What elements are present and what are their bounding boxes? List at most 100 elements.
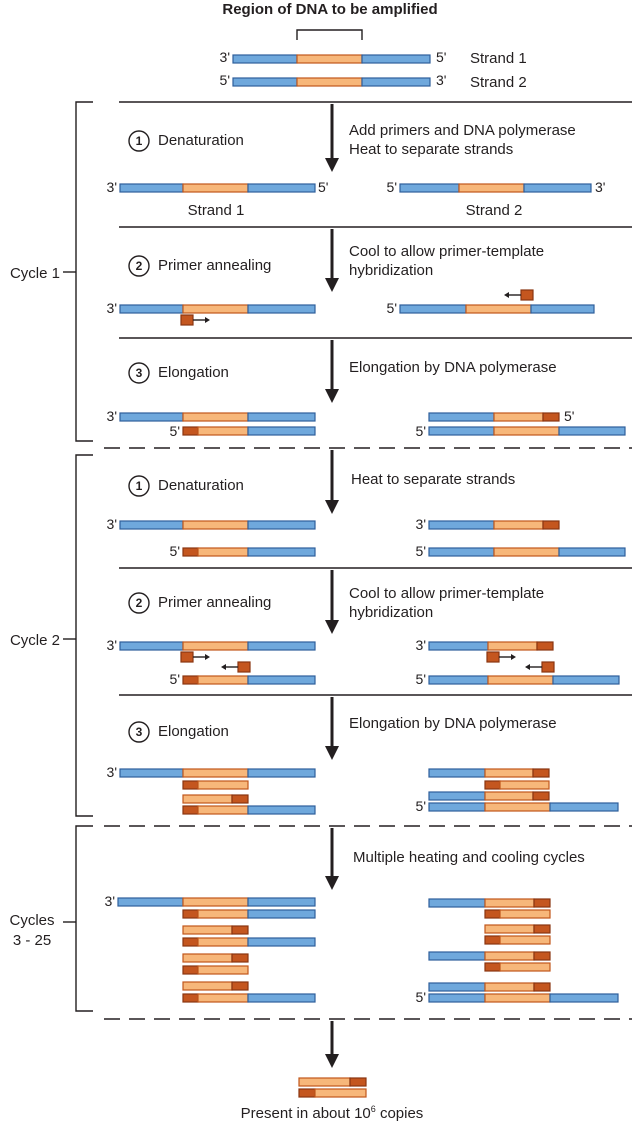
arrowhead (205, 317, 210, 323)
note-elongation: Elongation by DNA polymerase (349, 715, 557, 732)
template-strand-segment (119, 183, 184, 193)
strand2-label: Strand 2 (466, 202, 523, 219)
target-region-segment (197, 547, 249, 557)
end-label: 5' (416, 423, 426, 439)
step-label: Denaturation (158, 132, 244, 149)
end-label: 3' (416, 637, 426, 653)
primer (231, 925, 249, 935)
target-region-segment (487, 675, 554, 685)
step-number: 2 (136, 259, 143, 273)
target-region-segment (499, 962, 551, 972)
new-strand-segment (428, 520, 495, 530)
target-region-segment (182, 925, 233, 935)
template-strand-segment (247, 304, 316, 314)
target-region-segment (197, 965, 249, 975)
target-region-segment (493, 426, 560, 436)
new-strand-segment (247, 909, 316, 919)
template-strand-segment (549, 993, 619, 1003)
template-strand-segment (119, 412, 184, 422)
end-label: 5' (318, 179, 328, 195)
amplified-product (298, 1077, 367, 1098)
primer (180, 651, 194, 663)
step-label: Primer annealing (158, 594, 271, 611)
template-strand-segment (117, 897, 184, 907)
end-label: 3' (595, 179, 605, 195)
step-label: Primer annealing (158, 257, 271, 274)
note-hybridization: hybridization (349, 604, 433, 621)
note-multiple-cycles: Multiple heating and cooling cycles (353, 849, 585, 866)
template-strand-segment (247, 897, 316, 907)
template-strand-segment (399, 304, 467, 314)
c1-annealing-left: 3' (107, 300, 316, 326)
template-strand-segment (247, 768, 316, 778)
template-strand-segment (428, 547, 495, 557)
template-strand-segment (558, 426, 626, 436)
target-region-segment (499, 780, 550, 790)
new-strand-segment (428, 641, 489, 651)
target-region-segment (197, 675, 249, 685)
template-strand-segment (119, 768, 184, 778)
step-number: 1 (136, 134, 143, 148)
template-strand-segment (361, 54, 431, 64)
target-region-segment (484, 898, 535, 908)
strand1-label: Strand 1 (188, 202, 245, 219)
step-elongation-1: 3 Elongation (128, 362, 229, 384)
template-strand-segment (428, 993, 486, 1003)
new-strand-segment (428, 951, 486, 961)
step-number-circle (128, 475, 150, 497)
primer (180, 314, 194, 326)
template-strand-segment (399, 183, 460, 193)
c1-denatured-right: 5' 3' Strand 2 (387, 179, 606, 219)
primer (484, 962, 501, 972)
end-label: 5' (170, 671, 180, 687)
target-region-segment (182, 981, 233, 991)
end-label: 3' (416, 516, 426, 532)
step-label: Elongation (158, 364, 229, 381)
step-number-circle (128, 592, 150, 614)
c2-elongation-left: 3' (107, 764, 316, 815)
target-region-segment (197, 937, 249, 947)
primer (532, 791, 550, 801)
primer (182, 547, 199, 557)
target-region-segment (197, 780, 249, 790)
end-label: 5' (416, 671, 426, 687)
target-region-segment (182, 768, 249, 778)
target-region-segment (493, 547, 560, 557)
primer (298, 1088, 316, 1098)
target-region-segment (499, 909, 551, 919)
step-annealing-1: 2 Primer annealing (128, 255, 271, 277)
target-region-segment (484, 802, 551, 812)
step-number-circle (128, 130, 150, 152)
end-label: 3' (436, 72, 446, 88)
new-strand-segment (247, 547, 316, 557)
template-strand-segment (428, 426, 495, 436)
template-strand-segment (247, 520, 316, 530)
target-region-segment (197, 426, 249, 436)
c2-annealing-left: 3' 5' (107, 637, 316, 687)
end-label: 5' (416, 989, 426, 1005)
primer (484, 909, 501, 919)
end-label: 5' (564, 408, 574, 424)
c1-elongation-right: 5' 5' (416, 408, 626, 439)
c1-annealing-right: 5' (387, 289, 595, 316)
cycle1-bracket: Cycle 1 (10, 101, 93, 442)
new-strand-segment (428, 768, 486, 778)
target-region-segment (298, 1077, 351, 1087)
target-region-segment (484, 982, 535, 992)
step-denaturation-1: 1 Denaturation (128, 130, 244, 152)
c2-denatured-right: 3' 5' (416, 516, 626, 559)
c3-right-stack: 5' (416, 898, 619, 1005)
target-region-segment (484, 791, 534, 801)
new-strand-segment (428, 412, 495, 422)
end-label: 5' (436, 49, 446, 65)
step-label: Denaturation (158, 477, 244, 494)
note-heat-separate: Heat to separate strands (349, 141, 513, 158)
step-number-circle (128, 362, 150, 384)
primer (182, 426, 199, 436)
template-strand-segment (247, 412, 316, 422)
template-strand-segment (549, 802, 619, 812)
template-strand-segment (232, 54, 298, 64)
target-region-segment (484, 951, 535, 961)
c2-elongation-right: 5' (416, 768, 619, 814)
